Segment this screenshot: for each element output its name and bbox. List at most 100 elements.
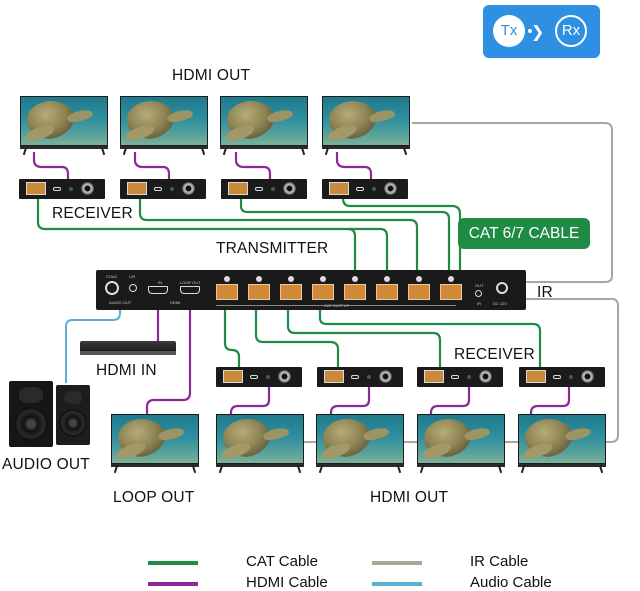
hdmi-in-port [148, 286, 168, 294]
receiver-top-3 [221, 179, 307, 199]
hdmi-cable-top-1 [32, 152, 70, 180]
cat-output-port-3 [280, 284, 302, 300]
hdmi-in-label: IN [158, 280, 162, 285]
dot-icon [528, 29, 532, 33]
ir-cable-top [412, 122, 613, 283]
receiver-bottom-2 [317, 367, 403, 387]
hdmi-cable-bottom-2 [329, 387, 371, 418]
coax-port [105, 281, 119, 295]
cat-cable-b4 [318, 305, 542, 368]
port-number-3 [288, 276, 294, 282]
legend-swatch-cat [148, 561, 198, 565]
hdmi-group-label: HDMI [170, 300, 181, 305]
cat-output-port-2 [248, 284, 270, 300]
cat-cable-b3 [286, 305, 442, 368]
rj45-port-icon [223, 370, 243, 383]
rx-circle: Rx [555, 15, 587, 47]
receiver-top-1 [19, 179, 105, 199]
rj45-port-icon [526, 370, 546, 383]
label-ir: IR [537, 284, 553, 301]
tx-rx-badge: Tx ❯ Rx [483, 5, 600, 58]
hdmi-cable-bottom-1 [229, 387, 271, 418]
port-number-2 [256, 276, 262, 282]
loop-out-port [180, 286, 200, 294]
speaker-left [9, 381, 53, 447]
dc-label: DC 12V [493, 301, 508, 306]
label-hdmi-in: HDMI IN [96, 362, 157, 379]
rj45-port-icon [329, 182, 349, 195]
audio-cable [65, 310, 121, 383]
display-top-4 [322, 96, 410, 156]
hdmi-cable-top-4 [335, 152, 373, 180]
display-top-2 [120, 96, 208, 156]
cat-cable-1 [36, 198, 389, 272]
legend-label-hdmi: HDMI Cable [246, 574, 328, 591]
legend-label-ir: IR Cable [470, 553, 529, 570]
label-receiver-top: RECEIVER [52, 205, 133, 222]
cat-output-port-4 [312, 284, 334, 300]
port-number-6 [384, 276, 390, 282]
port-number-7 [416, 276, 422, 282]
port-number-5 [352, 276, 358, 282]
label-hdmi-out-bottom: HDMI OUT [370, 489, 449, 506]
label-hdmi-out-top: HDMI OUT [172, 67, 251, 84]
lr-label: L/R [129, 274, 136, 279]
display-top-3 [220, 96, 308, 156]
speaker-right [56, 385, 90, 445]
receiver-bottom-3 [417, 367, 503, 387]
legend-swatch-ir [372, 561, 422, 565]
receiver-top-2 [120, 179, 206, 199]
chevron-right-icon: ❯ [531, 24, 545, 41]
receiver-bottom-4 [519, 367, 605, 387]
label-receiver-bottom: RECEIVER [454, 346, 535, 363]
ir-out-label: OUT [475, 283, 484, 288]
receiver-bottom-1 [216, 367, 302, 387]
dc-power-port [496, 282, 508, 294]
label-audio-out: AUDIO OUT [2, 456, 90, 473]
cat-cable-3 [239, 198, 451, 272]
legend-label-cat: CAT Cable [246, 553, 318, 570]
legend-swatch-hdmi [148, 582, 198, 586]
coax-label: COAX [106, 274, 118, 279]
display-bottom-4 [518, 414, 606, 474]
port-number-1 [224, 276, 230, 282]
cat-cable-2 [138, 198, 419, 272]
blu-ray-player [80, 341, 176, 355]
rj45-port-icon [127, 182, 147, 195]
port-number-4 [320, 276, 326, 282]
cat-output-port-1 [216, 284, 238, 300]
legend-swatch-audio [372, 582, 422, 586]
cat-cable-b2 [254, 305, 340, 368]
display-loop-out [111, 414, 199, 474]
cat-cable-4 [341, 197, 462, 272]
display-top-1 [20, 96, 108, 156]
rj45-port-icon [424, 370, 444, 383]
ir-label: IR [477, 301, 481, 306]
hdmi-cable-top-3 [234, 152, 272, 180]
cat-cable-b1 [223, 305, 241, 368]
audio-out-label: AUDIO OUT [109, 300, 132, 305]
port-number-8 [448, 276, 454, 282]
legend-label-audio: Audio Cable [470, 574, 552, 591]
cat-output-port-7 [408, 284, 430, 300]
loop-out-label: LOOP OUT [180, 280, 201, 285]
cat-cable-5 [347, 227, 357, 272]
lr-port [129, 284, 137, 292]
display-bottom-1 [216, 414, 304, 474]
loop-out-cable [145, 310, 192, 418]
receiver-top-4 [322, 179, 408, 199]
cat-output-port-8 [440, 284, 462, 300]
hdmi-cable-bottom-3 [429, 387, 471, 418]
label-loop-out: LOOP OUT [113, 489, 195, 506]
hdmi-cable-top-2 [133, 152, 171, 180]
label-transmitter: TRANSMITTER [216, 240, 329, 257]
cat-output-port-6 [376, 284, 398, 300]
cat-output-port-5 [344, 284, 366, 300]
transmitter-unit: COAX L/R AUDIO OUT IN LOOP OUT HDMI CAT … [96, 270, 526, 310]
rj45-port-icon [228, 182, 248, 195]
ir-port [475, 290, 482, 297]
display-bottom-3 [417, 414, 505, 474]
rj45-port-icon [26, 182, 46, 195]
display-bottom-2 [316, 414, 404, 474]
